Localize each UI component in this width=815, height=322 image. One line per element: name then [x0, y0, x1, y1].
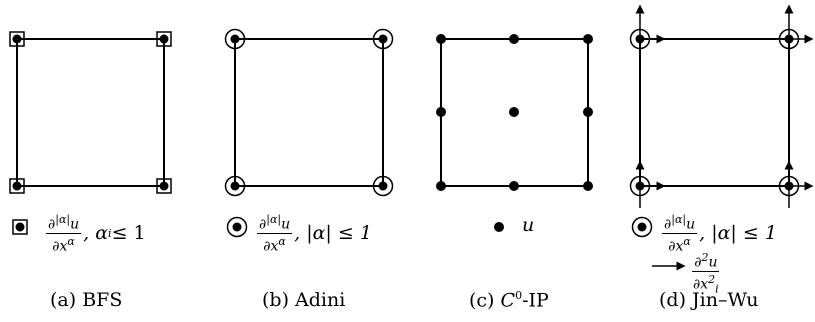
legend-jinwu-second: ∂2u ∂x2i [689, 250, 723, 296]
element-square [16, 38, 165, 187]
legend-fraction: ∂|α|u ∂xα [46, 213, 82, 255]
legend-fraction: ∂|α|u ∂xα [257, 213, 293, 255]
caption-jinwu: (d) Jin–Wu [659, 289, 759, 311]
panel-c0ip-diagram [436, 34, 593, 232]
circle-node-icon [778, 175, 800, 197]
square-node-icon [12, 219, 28, 235]
square-node-icon [156, 178, 172, 194]
element-square [234, 38, 384, 187]
circle-node-icon [629, 28, 651, 50]
dot-node-icon [494, 222, 504, 232]
dot-node-icon [509, 181, 519, 191]
legend-fraction: ∂2u ∂x2i [692, 251, 720, 296]
caption-bfs: (a) BFS [50, 289, 123, 311]
circle-node-icon [372, 175, 394, 197]
square-node-icon [9, 31, 25, 47]
circle-node-icon [224, 28, 246, 50]
legend-c0ip: u [522, 214, 535, 236]
dot-node-icon [509, 34, 519, 44]
panel-bfs-diagram [9, 31, 172, 235]
legend-adini: ∂|α|u ∂xα , |α| ≤ 1 [257, 213, 372, 255]
dot-node-icon [436, 34, 446, 44]
circle-node-icon [226, 216, 248, 238]
square-node-icon [9, 178, 25, 194]
circle-node-icon [629, 175, 651, 197]
dot-node-icon [583, 107, 593, 117]
panel-jinwu-diagram [629, 4, 814, 271]
circle-node-icon [631, 216, 653, 238]
dot-node-icon [509, 107, 519, 117]
circle-node-icon [372, 28, 394, 50]
panel-adini-diagram [224, 28, 394, 238]
circle-node-icon [224, 175, 246, 197]
caption-adini: (b) Adini [262, 289, 346, 311]
dot-node-icon [436, 107, 446, 117]
square-node-icon [156, 31, 172, 47]
dot-node-icon [436, 181, 446, 191]
element-square [639, 38, 790, 187]
dot-node-icon [583, 34, 593, 44]
legend-fraction: ∂|α|u ∂xα [662, 213, 698, 255]
dot-node-icon [583, 181, 593, 191]
caption-c0ip: (c) C0-IP [469, 289, 549, 312]
circle-node-icon [778, 28, 800, 50]
legend-jinwu: ∂|α|u ∂xα , |α| ≤ 1 [662, 213, 777, 255]
